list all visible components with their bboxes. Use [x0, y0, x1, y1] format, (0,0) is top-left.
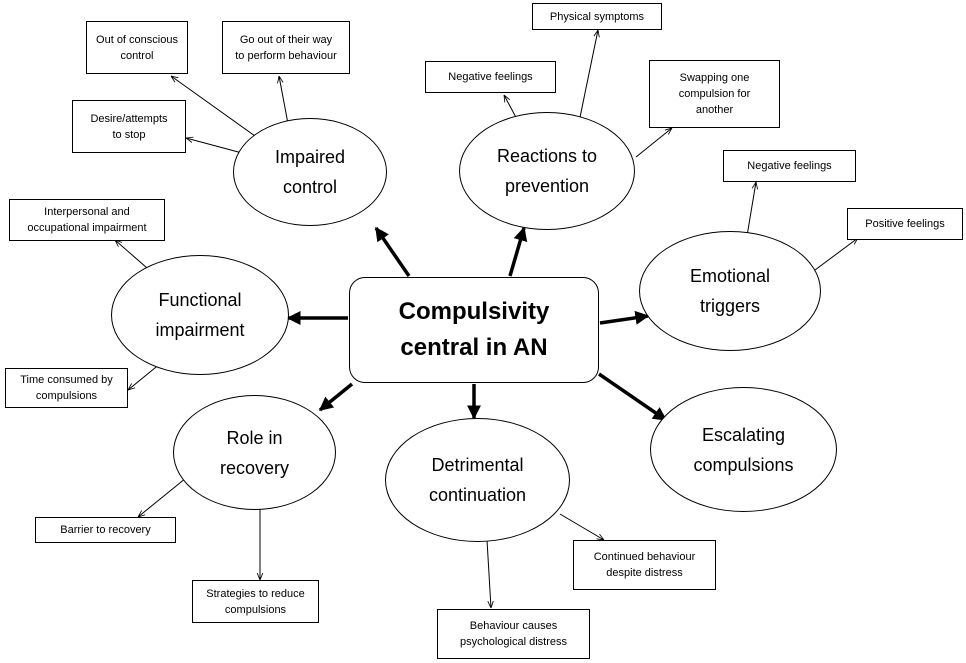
arrow-to-impaired-control [374, 226, 411, 277]
subtheme-strategies-to-reduce: Strategies to reduce compulsions [192, 580, 319, 623]
arrow-to-behaviour-causes-distress [486, 539, 491, 608]
arrow-to-desire-attempts-to-stop [186, 138, 243, 154]
subtheme-behaviour-causes-distress: Behaviour causes psychological distress [437, 609, 590, 659]
arrow-to-time-consumed [128, 362, 162, 390]
subtheme-swapping-compulsion: Swapping one compulsion for another [649, 60, 780, 128]
subtheme-desire-attempts-to-stop: Desire/attempts to stop [72, 100, 186, 153]
arrow-to-barrier-to-recovery [138, 477, 187, 517]
theme-escalating-compulsions: Escalating compulsions [650, 387, 837, 512]
arrow-to-reactions-to-prevention [508, 226, 528, 277]
subtheme-negative-feelings-emotional: Negative feelings [723, 150, 856, 182]
subtheme-interpersonal-impairment: Interpersonal and occupational impairmen… [9, 199, 165, 241]
theme-detrimental-continuation: Detrimental continuation [385, 418, 570, 542]
subtheme-out-of-conscious-control: Out of conscious control [86, 21, 188, 74]
theme-reactions-to-prevention: Reactions to prevention [459, 112, 635, 230]
subtheme-barrier-to-recovery: Barrier to recovery [35, 517, 176, 543]
arrow-to-physical-symptoms [577, 30, 598, 128]
subtheme-positive-feelings: Positive feelings [847, 208, 963, 240]
theme-emotional-triggers: Emotional triggers [639, 231, 821, 351]
subtheme-continued-behaviour: Continued behaviour despite distress [573, 540, 716, 590]
central-concept: Compulsivity central in AN [349, 277, 599, 383]
arrow-to-swapping-compulsion [635, 128, 672, 158]
arrow-to-out-of-conscious-control [171, 76, 263, 142]
theme-role-in-recovery: Role in recovery [173, 395, 336, 510]
arrow-to-positive-feelings [814, 238, 858, 271]
arrow-to-continued-behaviour [559, 513, 604, 540]
subtheme-time-consumed: Time consumed by compulsions [5, 368, 128, 408]
subtheme-physical-symptoms: Physical symptoms [532, 3, 662, 30]
arrow-to-emotional-triggers [599, 310, 650, 325]
arrow-to-negative-feelings-emotional [746, 182, 756, 237]
subtheme-negative-feelings-reactions: Negative feelings [425, 61, 556, 93]
theme-functional-impairment: Functional impairment [111, 255, 289, 375]
arrow-to-escalating-compulsions [598, 372, 668, 422]
arrow-to-role-in-recovery [318, 382, 354, 412]
arrow-to-interpersonal-impairment [115, 240, 148, 269]
subtheme-go-out-of-their-way: Go out of their way to perform behaviour [222, 21, 350, 74]
theme-impaired-control: Impaired control [233, 118, 387, 226]
